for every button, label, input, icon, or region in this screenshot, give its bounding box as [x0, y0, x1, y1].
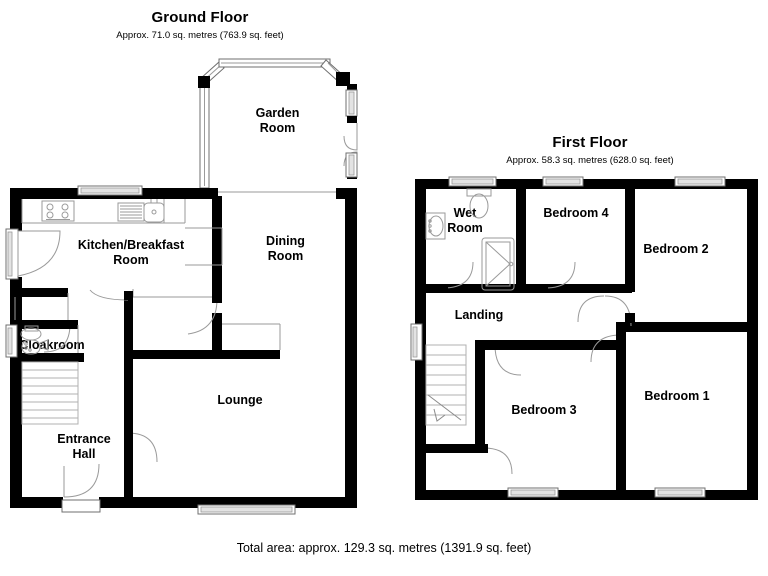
landing-window	[410, 323, 423, 361]
first-floor-plan	[410, 176, 758, 500]
garden-room-walls	[198, 58, 358, 189]
room-label-garden-room-line2: Room	[259, 121, 296, 135]
wet-room-fixtures	[425, 188, 515, 291]
kitchen-window	[77, 185, 143, 196]
room-label-bedroom-4: Bedroom 4	[543, 206, 609, 220]
total-area-text: Total area: approx. 129.3 sq. metres (13…	[236, 541, 532, 555]
room-label-bedroom-2: Bedroom 2	[643, 242, 709, 256]
room-label-lounge: Lounge	[217, 393, 263, 407]
first-floor-bottom-windows	[507, 487, 706, 498]
lounge-window	[197, 504, 296, 515]
ground-outer-walls	[10, 188, 357, 508]
room-label-dining-room-line1: Dining	[266, 234, 305, 248]
front-door	[61, 463, 101, 513]
ground-floor-title: Ground Floor	[151, 9, 249, 26]
ground-floor-area: Approx. 71.0 sq. metres (763.9 sq. feet)	[116, 30, 284, 41]
kitchen-fixtures	[21, 199, 186, 224]
cloakroom-fixtures	[5, 324, 49, 358]
room-label-wet-room-line2: Room	[447, 221, 483, 235]
first-interior-walls	[426, 186, 758, 500]
room-label-cloakroom: Cloakroom	[19, 338, 85, 352]
room-label-landing: Landing	[454, 308, 504, 322]
room-label-bedroom-1: Bedroom 1	[644, 389, 710, 403]
first-floor-top-windows	[448, 176, 726, 187]
room-label-kitchen-line1: Kitchen/Breakfast	[77, 238, 185, 252]
room-label-kitchen-line2: Room	[113, 253, 149, 267]
room-label-bedroom-3: Bedroom 3	[511, 403, 577, 417]
room-label-garden-room-line1: Garden	[255, 106, 300, 120]
room-label-dining-room-line2: Room	[267, 249, 304, 263]
room-label-entrance-hall-line2: Hall	[72, 447, 96, 461]
kitchen-side-door	[5, 228, 61, 280]
ground-staircase	[21, 361, 79, 425]
first-floor-area: Approx. 58.3 sq. metres (628.0 sq. feet)	[506, 155, 674, 166]
room-label-entrance-hall-line1: Entrance	[57, 432, 111, 446]
first-floor-staircase	[425, 344, 467, 426]
first-floor-title: First Floor	[552, 134, 628, 151]
ground-floor-plan	[5, 58, 358, 515]
